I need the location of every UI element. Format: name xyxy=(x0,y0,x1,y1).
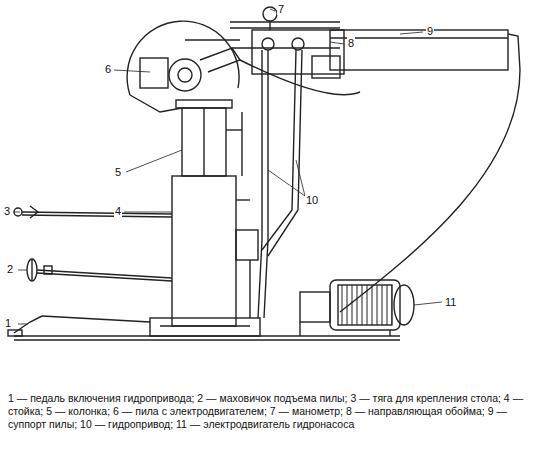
callout-number: 1 xyxy=(4,317,12,329)
callout-number: 9 xyxy=(426,25,434,37)
callout-number: 2 xyxy=(6,263,14,275)
callout-number: 3 xyxy=(3,205,11,217)
callout-number: 6 xyxy=(104,63,112,75)
callout-number: 10 xyxy=(305,194,319,206)
callout-number: 4 xyxy=(114,205,122,217)
figure-caption: 1 — педаль включения гидропривода; 2 — м… xyxy=(8,392,530,431)
callout-number: 7 xyxy=(277,3,285,15)
callout-number: 8 xyxy=(347,37,355,49)
callout-number: 11 xyxy=(444,296,457,308)
callout-number: 5 xyxy=(114,166,122,178)
